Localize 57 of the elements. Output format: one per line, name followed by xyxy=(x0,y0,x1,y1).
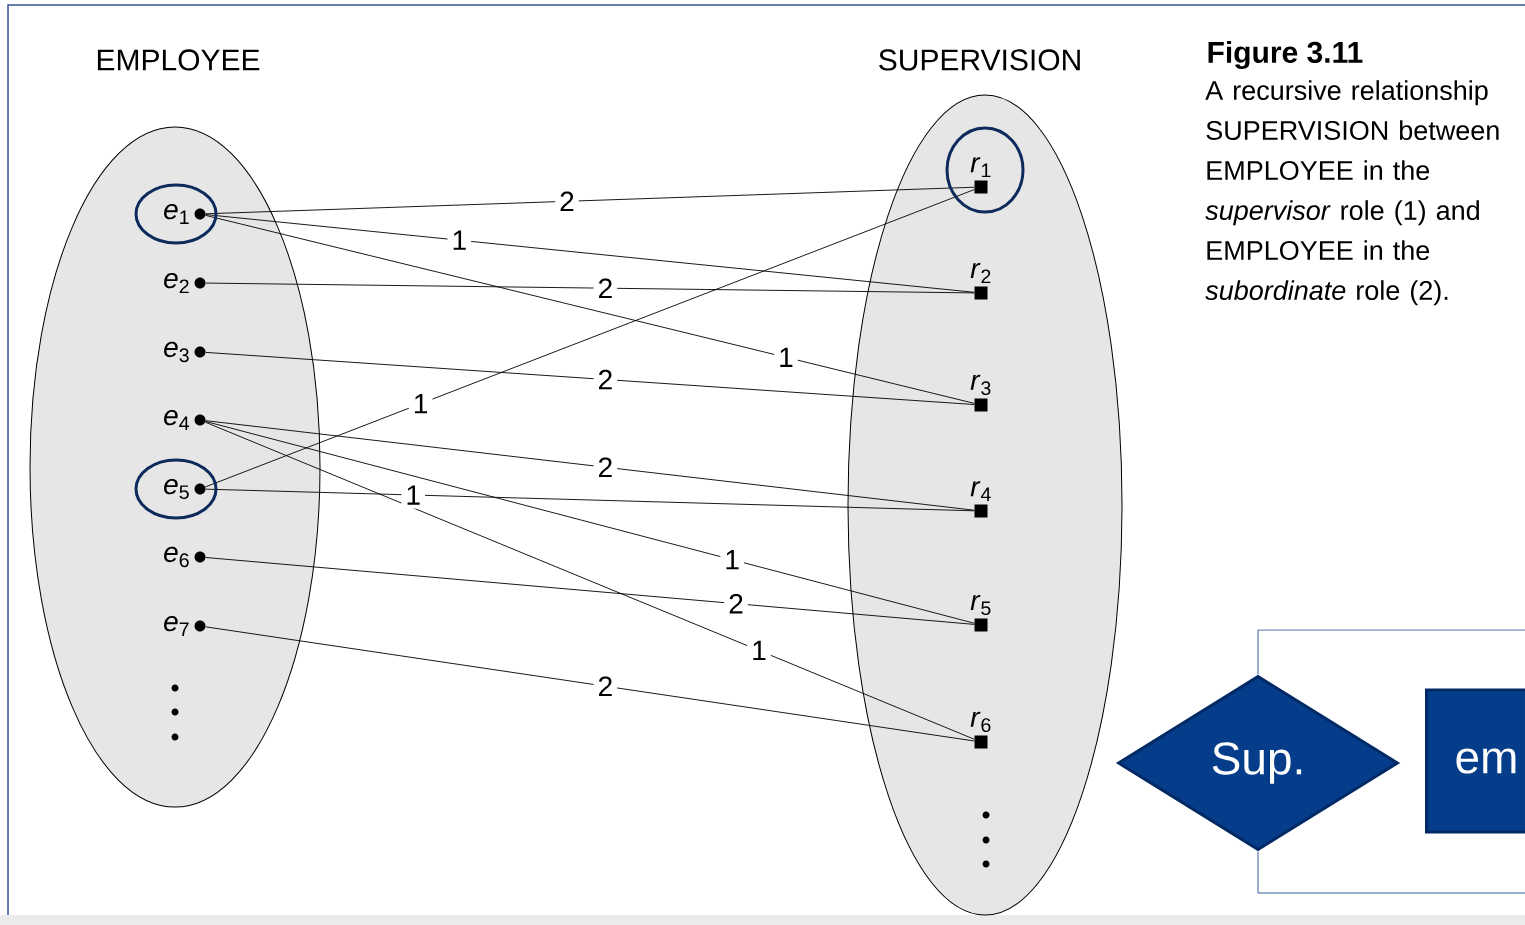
relationship-point: r$_{1}$ xyxy=(970,157,991,194)
role-number: 2 xyxy=(593,365,618,394)
node-label: r$_{4}$ xyxy=(970,481,991,502)
connector-line xyxy=(205,557,975,625)
node-label: r$_{1}$ xyxy=(970,157,991,178)
entity-point: e$_{5}$ xyxy=(164,478,206,500)
role-number: 1 xyxy=(447,226,472,254)
node-label: e$_{4}$ xyxy=(164,410,190,430)
connector-line xyxy=(205,421,975,624)
role-number: 1 xyxy=(774,343,798,371)
role-number: 2 xyxy=(724,589,748,618)
entity-point: e$_{4}$ xyxy=(164,410,206,430)
node-label: r$_{2}$ xyxy=(970,262,991,284)
node-label: EMPLOYEE xyxy=(97,49,260,71)
node-label: r$_{5}$ xyxy=(970,594,991,616)
connector-line xyxy=(205,626,975,742)
role-number: 1 xyxy=(747,636,771,665)
connector-line xyxy=(204,189,975,488)
node-label: e$_{7}$ xyxy=(164,616,189,636)
relationship-point: r$_{2}$ xyxy=(970,262,991,300)
node-label: e$_{3}$ xyxy=(164,341,189,363)
node-label: e$_{6}$ xyxy=(164,546,189,568)
entity-box: em xyxy=(1425,688,1525,834)
connector-line xyxy=(205,186,975,215)
relationship-point: r$_{4}$ xyxy=(970,481,991,518)
role-number: 2 xyxy=(593,453,618,481)
connector-line xyxy=(205,351,975,405)
node-label: e$_{1}$ xyxy=(164,204,189,224)
connector-line xyxy=(205,420,975,511)
role-number: 2 xyxy=(555,187,579,216)
connector-line xyxy=(205,282,975,294)
figure-title: Figure 3.11 xyxy=(1208,40,1363,70)
connector-line xyxy=(204,421,975,740)
role-number: 1 xyxy=(401,481,425,509)
node-label: SUPERVISION xyxy=(879,49,1080,71)
node-label: r$_{3}$ xyxy=(970,374,991,396)
node-label: r$_{6}$ xyxy=(970,711,991,733)
connector-line xyxy=(205,214,975,404)
role-number: 2 xyxy=(593,672,618,700)
connector-line xyxy=(1257,851,1525,894)
role-number: 2 xyxy=(593,274,618,302)
role-number: 1 xyxy=(720,546,744,574)
connector-line xyxy=(205,214,975,293)
relationship-point: r$_{5}$ xyxy=(970,594,991,632)
entity-point: e$_{6}$ xyxy=(164,546,206,568)
relationship-point: r$_{6}$ xyxy=(970,711,991,749)
node-label: e$_{5}$ xyxy=(164,478,189,500)
role-number: 1 xyxy=(408,390,433,418)
figure-caption: A recursive relationship SUPERVISION between EMPLOYEE in the supervisor role (1) and EMPLOYEE in the subordinate role (2). xyxy=(1205,80,1499,306)
entity-point: e$_{1}$ xyxy=(164,204,206,224)
entity-point: e$_{3}$ xyxy=(164,341,206,363)
connector-line xyxy=(205,488,975,512)
node-label: e$_{2}$ xyxy=(164,272,189,294)
relationship-point: r$_{3}$ xyxy=(970,374,991,412)
entity-point: e$_{2}$ xyxy=(164,272,206,294)
entity-point: e$_{7}$ xyxy=(164,616,206,636)
connector-line xyxy=(1257,629,1525,675)
